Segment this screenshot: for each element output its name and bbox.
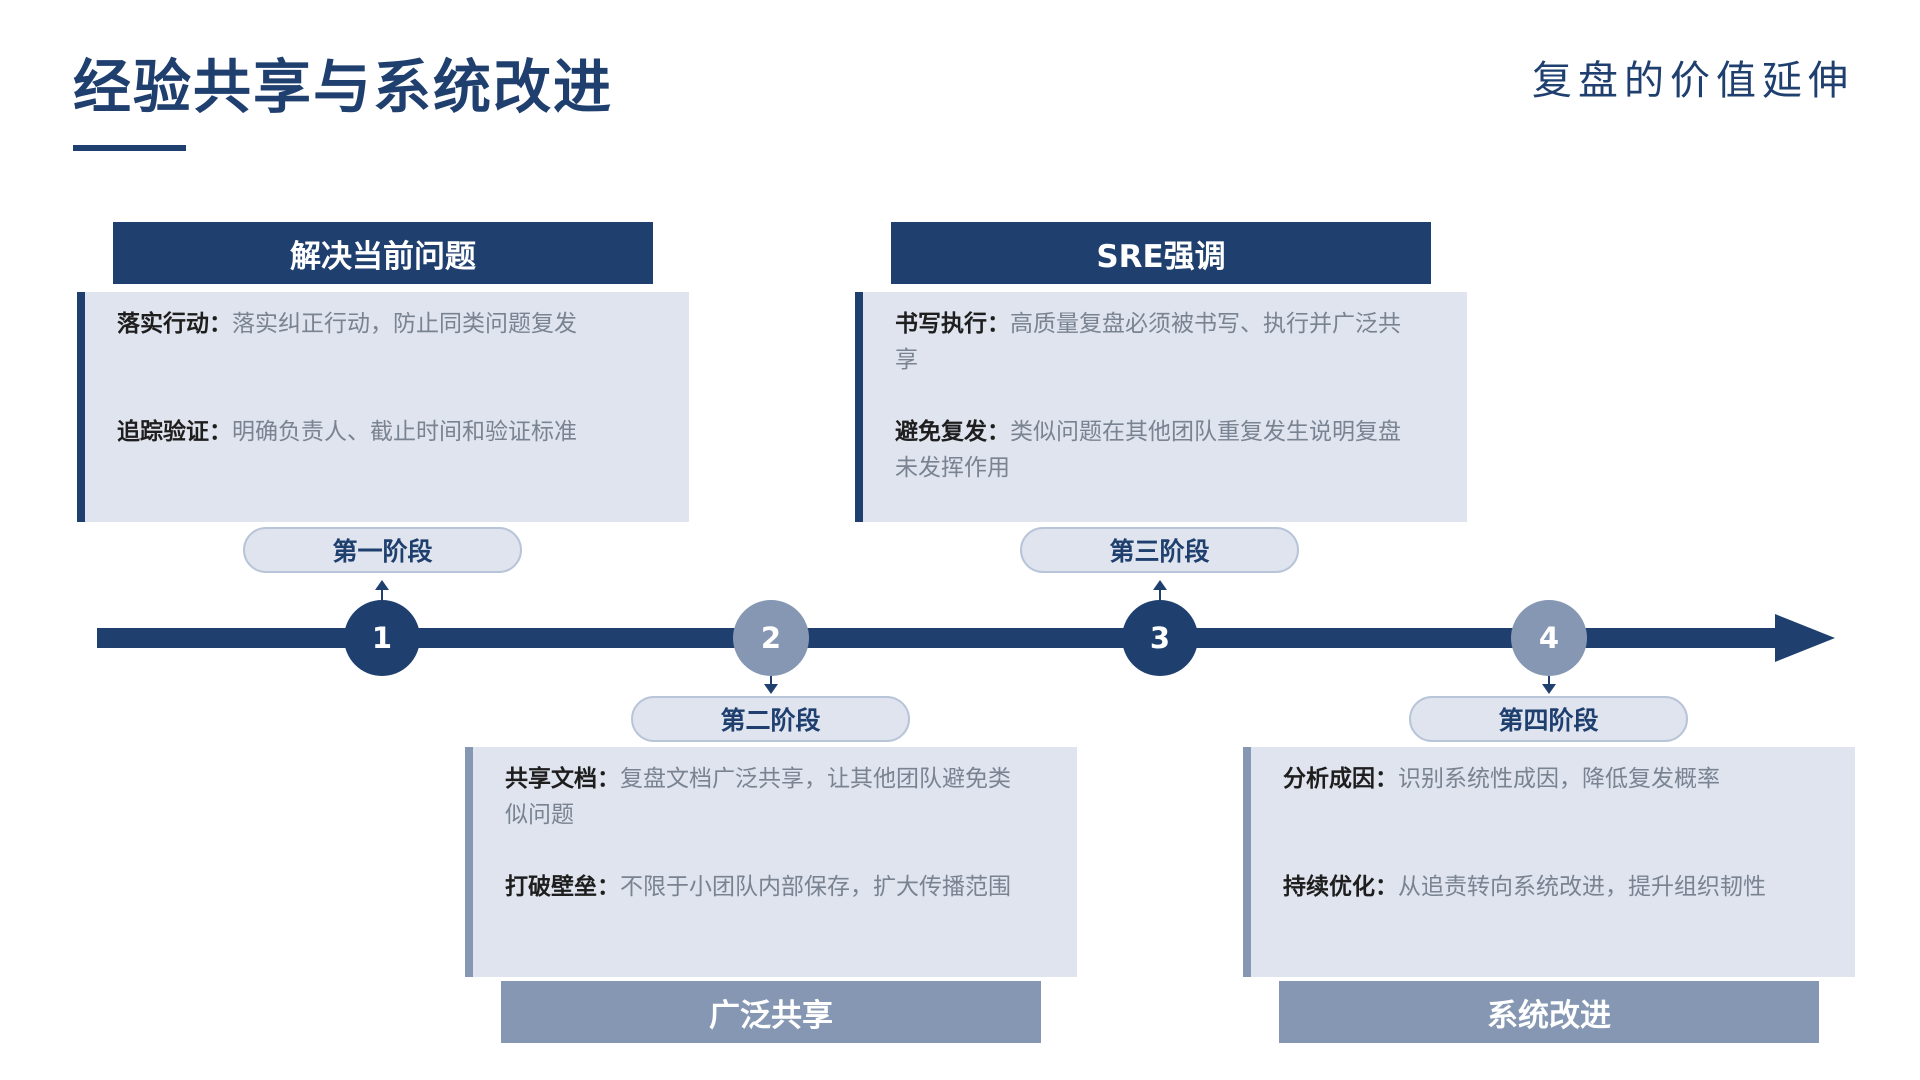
timeline-arrow-icon bbox=[1775, 614, 1835, 662]
stage-2-item-1: 共享文档：复盘文档广泛共享，让其他团队避免类似问题 bbox=[505, 761, 1033, 869]
stage-1-item-2-label: 追踪验证： bbox=[117, 419, 232, 445]
stage-1-item-1-label: 落实行动： bbox=[117, 311, 232, 337]
stage-2-pill: 第二阶段 bbox=[631, 696, 910, 742]
stage-2-connector bbox=[770, 676, 772, 684]
title-underline bbox=[73, 145, 186, 151]
stage-1-card: 落实行动：落实纠正行动，防止同类问题复发 追踪验证：明确负责人、截止时间和验证标… bbox=[77, 292, 689, 522]
stage-4-connector bbox=[1548, 676, 1550, 684]
stage-3-item-2: 避免复发：类似问题在其他团队重复发生说明复盘未发挥作用 bbox=[895, 414, 1423, 522]
stage-3-card: 书写执行：高质量复盘必须被书写、执行并广泛共享 避免复发：类似问题在其他团队重复… bbox=[855, 292, 1467, 522]
stage-3-connector-arrow-icon bbox=[1153, 580, 1167, 590]
stage-1-item-2-text: 明确负责人、截止时间和验证标准 bbox=[232, 419, 577, 445]
stage-2-marker: 2 bbox=[733, 600, 809, 676]
stage-1-marker: 1 bbox=[344, 600, 420, 676]
stage-3-item-1-text: 高质量复盘必须被书写、执行并广泛共享 bbox=[895, 311, 1401, 373]
stage-4-marker: 4 bbox=[1511, 600, 1587, 676]
page-title: 经验共享与系统改进 bbox=[73, 53, 614, 121]
stage-4-item-2-label: 持续优化： bbox=[1283, 874, 1398, 900]
stage-3-pill: 第三阶段 bbox=[1020, 527, 1299, 573]
stage-2-card: 共享文档：复盘文档广泛共享，让其他团队避免类似问题 打破壁垒：不限于小团队内部保… bbox=[465, 747, 1077, 977]
stage-2-item-2-text: 不限于小团队内部保存，扩大传播范围 bbox=[620, 874, 1011, 900]
stage-1-header: 解决当前问题 bbox=[113, 222, 653, 284]
stage-2-header: 广泛共享 bbox=[501, 981, 1041, 1043]
stage-3-connector bbox=[1159, 589, 1161, 601]
stage-1-item-2: 追踪验证：明确负责人、截止时间和验证标准 bbox=[117, 414, 645, 522]
stage-1-pill: 第一阶段 bbox=[243, 527, 522, 573]
stage-1-connector-arrow-icon bbox=[375, 580, 389, 590]
stage-4-item-1: 分析成因：识别系统性成因，降低复发概率 bbox=[1283, 761, 1811, 869]
stage-3-item-1-label: 书写执行： bbox=[895, 311, 1010, 337]
stage-1-connector bbox=[381, 589, 383, 601]
stage-4-item-1-text: 识别系统性成因，降低复发概率 bbox=[1398, 766, 1720, 792]
stage-4-item-2: 持续优化：从追责转向系统改进，提升组织韧性 bbox=[1283, 869, 1811, 977]
stage-2-item-2-label: 打破壁垒： bbox=[505, 874, 620, 900]
stage-3-item-1: 书写执行：高质量复盘必须被书写、执行并广泛共享 bbox=[895, 306, 1423, 414]
stage-3-header: SRE强调 bbox=[891, 222, 1431, 284]
stage-4-pill: 第四阶段 bbox=[1409, 696, 1688, 742]
stage-2-item-1-text: 复盘文档广泛共享，让其他团队避免类似问题 bbox=[505, 766, 1011, 828]
stage-3-item-2-text: 类似问题在其他团队重复发生说明复盘未发挥作用 bbox=[895, 419, 1401, 481]
stage-2-item-1-label: 共享文档： bbox=[505, 766, 620, 792]
stage-2-item-2: 打破壁垒：不限于小团队内部保存，扩大传播范围 bbox=[505, 869, 1033, 977]
stage-1-item-1-text: 落实纠正行动，防止同类问题复发 bbox=[232, 311, 577, 337]
page-subtitle: 复盘的价值延伸 bbox=[1532, 58, 1854, 104]
stage-4-item-2-text: 从追责转向系统改进，提升组织韧性 bbox=[1398, 874, 1766, 900]
stage-3-item-2-label: 避免复发： bbox=[895, 419, 1010, 445]
stage-3-marker: 3 bbox=[1122, 600, 1198, 676]
stage-4-header: 系统改进 bbox=[1279, 981, 1819, 1043]
timeline-axis bbox=[97, 628, 1777, 648]
stage-4-card: 分析成因：识别系统性成因，降低复发概率 持续优化：从追责转向系统改进，提升组织韧… bbox=[1243, 747, 1855, 977]
stage-4-connector-arrow-icon bbox=[1542, 684, 1556, 694]
stage-4-item-1-label: 分析成因： bbox=[1283, 766, 1398, 792]
stage-1-item-1: 落实行动：落实纠正行动，防止同类问题复发 bbox=[117, 306, 645, 414]
stage-2-connector-arrow-icon bbox=[764, 684, 778, 694]
